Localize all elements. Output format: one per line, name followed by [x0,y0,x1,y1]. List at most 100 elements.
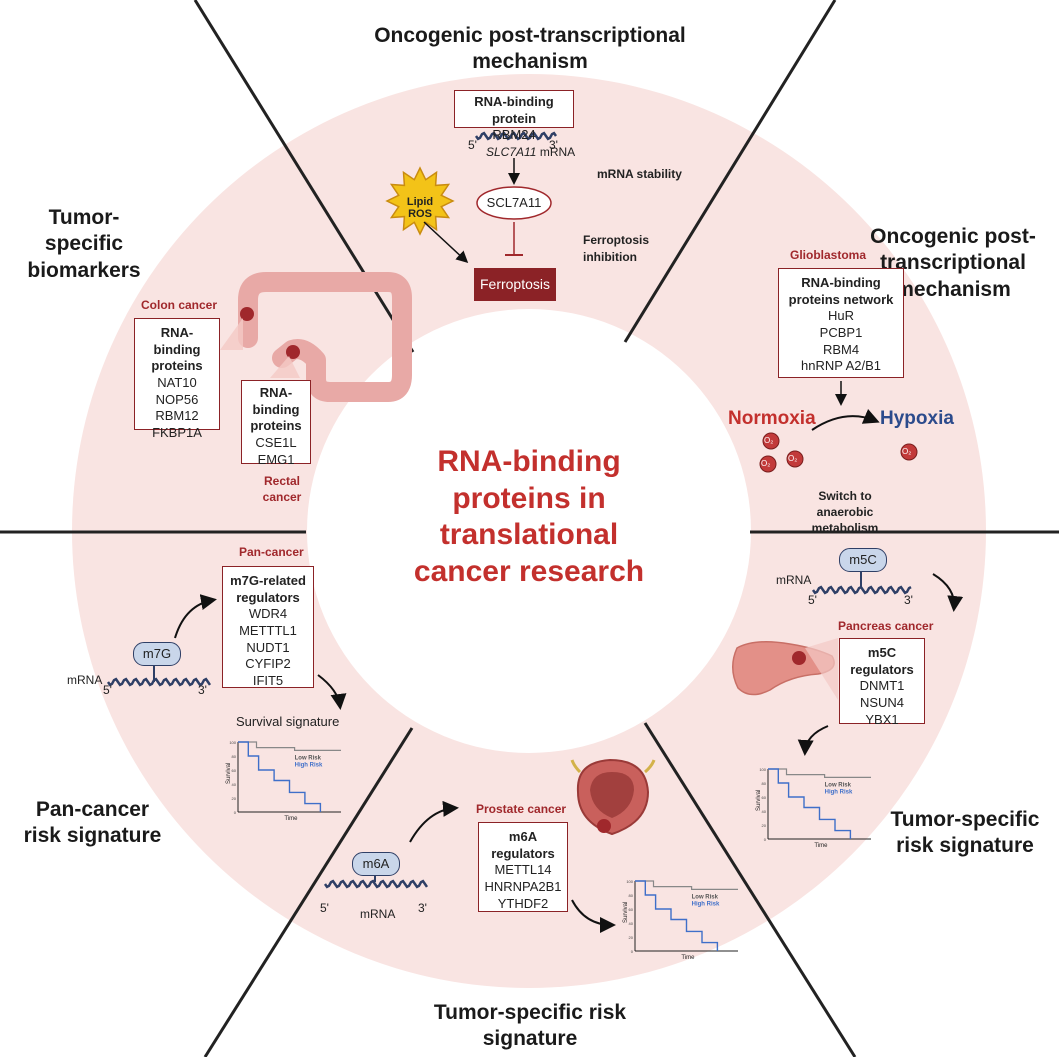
colon-icon [238,272,412,402]
m7g-item: IFIT5 [252,672,284,688]
tick-label: 100 [229,740,236,745]
high-risk-line [635,880,719,951]
m7g-box: m7G-related regulators WDR4 METTTL1 NUDT… [222,566,314,688]
five-prime: 5' [808,593,817,607]
tick-label: 40 [762,809,767,814]
low-risk-line [238,741,341,751]
tick-label: 80 [762,781,767,786]
five-prime: 5' [468,138,477,152]
tick-label: 0 [234,810,237,815]
o2-label: O₂ [788,454,798,463]
section-title-lower-left: Pan-cancer risk signature [23,798,162,848]
low-risk-line [635,880,738,890]
tick-label: 80 [232,754,237,759]
high-risk-legend: High Risk [295,763,323,769]
switch-label: Switch to anaerobic metabolism [811,489,879,536]
colon-rbp-item: NOP56 [155,391,199,407]
rbp-network-item: RBM4 [822,341,860,357]
m5c-item: YBX1 [865,711,899,727]
high-risk-line [238,741,322,812]
tick-label: 20 [762,823,767,828]
m5c-item: DNMT1 [859,678,905,694]
mrna-strand [811,585,912,595]
tick-label: 20 [629,935,634,940]
three-prime: 3' [904,593,913,607]
tick-label: 60 [232,768,237,773]
mrna-label: mRNA [360,907,396,921]
o2-label: O₂ [764,436,774,445]
high-risk-legend: High Risk [692,902,720,908]
high-risk-legend: High Risk [825,790,853,796]
rbp-network-box: RNA-binding proteins network HuR PCBP1 R… [778,268,904,378]
rectal-rbp-box: RNA-binding proteins CSE1L EMG1 [241,380,311,467]
tick-label: 0 [764,837,767,842]
o2-label: O₂ [902,447,912,456]
bladder-icon [570,758,656,836]
low-risk-line [768,768,871,778]
y-axis-label: Survival [226,763,232,784]
rbp-network-title: RNA-binding proteins network [788,275,894,307]
five-prime: 5' [103,683,112,697]
m5c-item: NSUN4 [859,694,905,710]
mrna-strand [474,131,558,141]
m5c-box-title: m5C regulators [850,645,914,677]
m7g-pill: m7G [133,642,181,666]
target-node-label: SCL7A11 [486,195,542,210]
divider-line [193,0,415,353]
inhibition-label: Ferroptosis inhibition [583,233,650,264]
tick-label: 0 [631,949,634,954]
colon-rbp-item: RBM12 [155,408,199,424]
pancreas-icon [732,641,835,696]
m6a-pill: m6A [352,852,400,876]
divider-line [623,0,837,343]
colon-rbp-box: RNA-binding proteins NAT10 NOP56 RBM12 F… [134,318,220,440]
tick-label: 60 [762,795,767,800]
three-prime: 3' [198,683,207,697]
rbp-box-value: RBM24 [492,127,536,143]
tick-label: 40 [232,782,237,787]
mrna-label: SLC7A11 mRNA [486,145,576,159]
y-axis-label: Survival [623,902,629,923]
section-title-upper-left: Tumor-specific biomarkers [27,206,141,282]
tick-label: 100 [759,767,766,772]
ferroptosis-label: Ferroptosis [479,276,551,292]
center-title: RNA-binding proteins in translational ca… [413,445,645,588]
tick-label: 60 [629,907,634,912]
section-title-lower-right: Tumor-specific risk signature [890,808,1040,858]
colon-box-title: RNA-binding proteins [151,325,203,374]
rectal-rbp-item: CSE1L [255,434,297,450]
rbp-box-title: RNA-binding protein [474,94,554,126]
rectal-cancer-label: Rectal cancer [262,474,302,504]
pancreas-cancer-label: Pancreas cancer [838,619,934,633]
m7g-box-title: m7G-related regulators [230,573,306,605]
m6a-item: METTL14 [494,862,552,878]
m6a-box-title: m6A regulators [491,829,555,861]
colon-cancer-label: Colon cancer [141,298,218,312]
m6a-item: HNRNPA2B1 [484,878,562,894]
section-title-top: Oncogenic post-transcriptional mechanism [374,24,686,74]
m5c-box: m5C regulators DNMT1 NSUN4 YBX1 [839,638,925,727]
tick-label: 100 [626,879,633,884]
lipid-ros-label: Lipid ROS [406,196,434,221]
divider-line [643,722,857,1057]
tick-label: 20 [232,796,237,801]
m6a-item: YTHDF2 [497,895,549,911]
m5c-pill: m5C [839,548,887,572]
five-prime: 5' [320,901,329,915]
rectal-box-title: RNA-binding proteins [250,385,302,434]
rectal-rbp-item: EMG1 [257,451,295,467]
m7g-item: METTTL1 [239,622,297,638]
low-risk-legend: Low Risk [825,783,852,789]
mrna-strand [323,879,429,889]
tick-label: 80 [629,893,634,898]
rbp-network-item: PCBP1 [819,324,863,340]
o2-label: O₂ [761,459,771,468]
m7g-item: NUDT1 [246,639,290,655]
three-prime: 3' [549,138,558,152]
rbp-network-item: hnRNP A2/B1 [801,358,881,374]
mrna-strand [106,677,212,687]
